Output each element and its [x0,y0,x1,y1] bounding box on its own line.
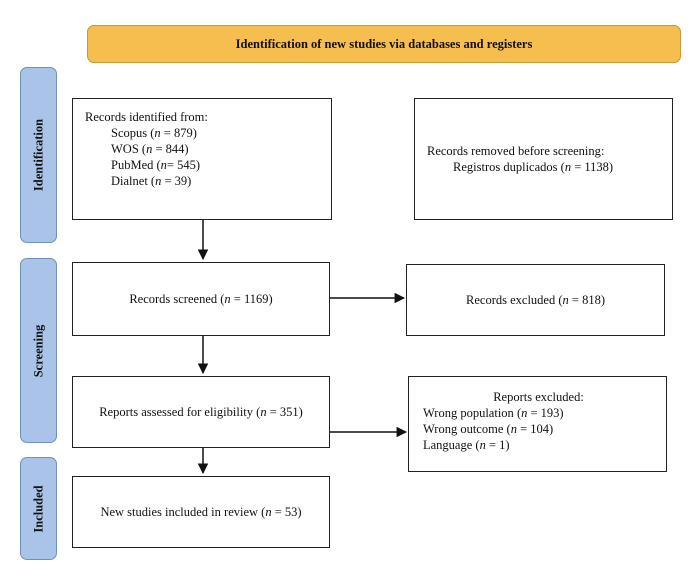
records-removed-heading: Records removed before screening: [427,144,605,158]
records-screened-text: Records screened (n = 1169) [129,292,273,306]
reports-excluded-box: Reports excluded: Wrong population (n = … [408,376,667,472]
reason-wrong-outcome: Wrong outcome (n = 104) [423,422,554,436]
phase-included: Included [20,457,57,560]
records-removed-box: Records removed before screening: Regist… [414,98,673,220]
reports-assessed-text: Reports assessed for eligibility (n = 35… [99,405,303,419]
phase-identification: Identification [20,67,57,243]
records-excluded-text: Records excluded (n = 818) [466,293,605,307]
studies-included-text: New studies included in review (n = 53) [100,505,302,519]
records-identified-box: Records identified from: Scopus (n = 879… [72,98,332,220]
records-excluded-box: Records excluded (n = 818) [406,264,665,336]
diagram-title-text: Identification of new studies via databa… [235,36,533,51]
duplicates-removed: Registros duplicados (n = 1138) [453,160,614,174]
records-identified-heading: Records identified from: [85,110,208,124]
reason-wrong-population: Wrong population (n = 193) [423,406,564,420]
source-scopus: Scopus (n = 879) [111,126,197,140]
reports-assessed-box: Reports assessed for eligibility (n = 35… [72,376,330,448]
source-pubmed: PubMed (n= 545) [111,158,201,172]
studies-included-box: New studies included in review (n = 53) [72,476,330,548]
reports-excluded-heading: Reports excluded: [493,390,584,404]
records-screened-box: Records screened (n = 1169) [72,262,330,336]
diagram-title: Identification of new studies via databa… [87,25,681,63]
phase-screening: Screening [20,258,57,443]
source-wos: WOS (n = 844) [111,142,189,156]
reason-language: Language (n = 1) [423,438,510,452]
source-dialnet: Dialnet (n = 39) [111,174,192,188]
